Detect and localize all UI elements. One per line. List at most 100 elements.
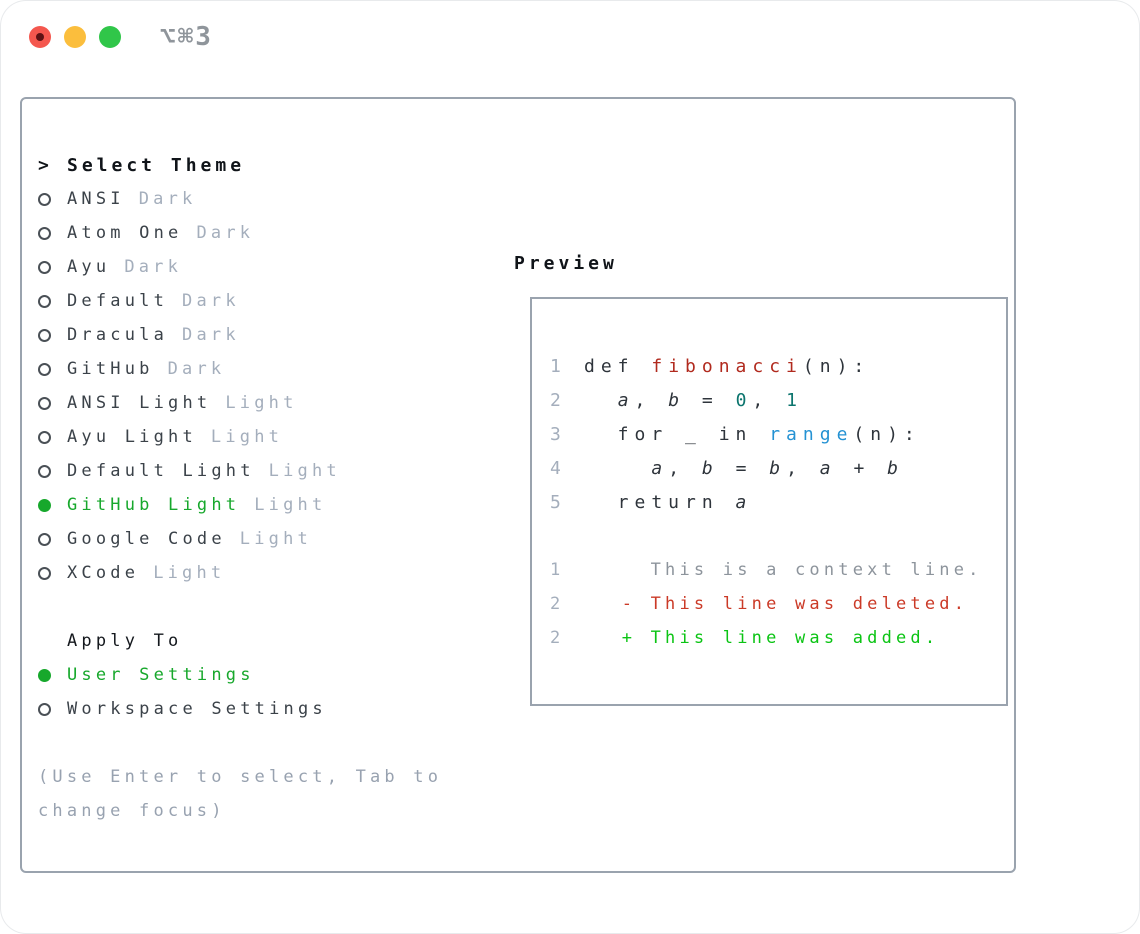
close-button[interactable] [29, 26, 51, 48]
selection-cursor: > [38, 154, 49, 176]
line-number: 5 [550, 491, 567, 513]
radio-icon [38, 294, 51, 308]
code-line: 1 def fibonacci(n): [550, 349, 1006, 383]
theme-option[interactable]: GitHub Light Light [38, 488, 478, 522]
radio-icon [38, 464, 51, 478]
diff-line-context: 1 This is a context line. [550, 553, 1006, 587]
code-tokens: return a [584, 491, 753, 513]
theme-option[interactable]: Default Dark [38, 284, 478, 318]
help-line: (Use Enter to select, Tab to [38, 767, 443, 787]
variant-tag: Dark [182, 291, 240, 311]
variant-tag: Dark [167, 359, 226, 379]
select-theme-title: Select Theme [67, 154, 246, 176]
option-label: Google Code [67, 529, 226, 549]
titlebar: ⌥⌘3 [0, 0, 1140, 74]
spacer [550, 519, 1006, 553]
spacer [38, 590, 478, 624]
theme-option[interactable]: Ayu Dark [38, 250, 478, 284]
option-label: Atom One [67, 223, 183, 243]
radio-icon [38, 226, 51, 240]
radio-icon [38, 396, 51, 410]
radio-icon [38, 260, 51, 274]
theme-option[interactable]: GitHub Dark [38, 352, 478, 386]
option-label: ANSI Light [67, 393, 212, 413]
zoom-button[interactable] [99, 26, 121, 48]
variant-tag: Dark [124, 257, 183, 277]
apply-to-title: Apply To [67, 631, 183, 651]
option-label: Default Light [67, 461, 255, 481]
radio-icon [38, 532, 51, 546]
variant-tag: Light [254, 495, 327, 515]
line-number: 1 [550, 355, 567, 377]
option-label: XCode [67, 563, 140, 583]
line-number: 2 [550, 389, 567, 411]
radio-selected-icon [38, 498, 51, 512]
diff-text: - This line was deleted. [564, 594, 969, 614]
code-tokens: a, b = b, a + b [651, 457, 904, 479]
radio-icon [38, 362, 51, 376]
code-tokens: def fibonacci(n): [584, 355, 871, 377]
code-line: 2 a, b = 0, 1 [550, 383, 1006, 417]
radio-icon [38, 702, 51, 716]
apply-to-option[interactable]: Workspace Settings [38, 692, 478, 726]
diff-line-added: 2 + This line was added. [550, 621, 1006, 655]
diff-preview: 1 This is a context line.2 - This line w… [550, 553, 1006, 655]
variant-tag: Light [210, 427, 284, 447]
diff-text: This is a context line. [564, 560, 983, 580]
option-label: Dracula [67, 325, 169, 345]
variant-tag: Light [239, 529, 312, 549]
variant-tag: Light [268, 461, 341, 481]
window-title: ⌥⌘3 [160, 22, 213, 52]
spacer [38, 726, 478, 760]
apply-to-header: Apply To [38, 624, 478, 658]
theme-option[interactable]: Google Code Light [38, 522, 478, 556]
radio-icon [38, 566, 51, 580]
theme-option[interactable]: Ayu Light Light [38, 420, 478, 454]
option-label: ANSI [67, 189, 125, 209]
preview-title: Preview [514, 253, 618, 274]
code-line: 5 return a [550, 485, 1006, 519]
radio-icon [38, 430, 51, 444]
line-number: 3 [550, 423, 567, 445]
minimize-button[interactable] [64, 26, 86, 48]
help-line: change focus) [38, 801, 226, 821]
line-number: 2 [550, 628, 565, 648]
diff-line-deleted: 2 - This line was deleted. [550, 587, 1006, 621]
variant-tag: Light [225, 393, 298, 413]
select-theme-header: > Select Theme [38, 148, 478, 182]
variant-tag: Dark [196, 223, 255, 243]
apply-to-option[interactable]: User Settings [38, 658, 478, 692]
theme-option[interactable]: Dracula Dark [38, 318, 478, 352]
theme-option[interactable]: ANSI Light Light [38, 386, 478, 420]
radio-icon [38, 192, 51, 206]
line-number: 2 [550, 594, 565, 614]
theme-option[interactable]: Default Light Light [38, 454, 478, 488]
option-label: Default [67, 291, 169, 311]
code-line: 3 for _ in range(n): [550, 417, 1006, 451]
code-tokens: for _ in range(n): [584, 423, 921, 445]
line-number: 4 [550, 457, 567, 479]
option-label: Workspace Settings [67, 699, 327, 719]
theme-option[interactable]: Atom One Dark [38, 216, 478, 250]
variant-tag: Light [153, 563, 226, 583]
option-label: Ayu Light [67, 427, 197, 447]
radio-selected-icon [38, 668, 51, 682]
variant-tag: Dark [182, 325, 240, 345]
option-label: GitHub Light [67, 495, 241, 515]
option-label: GitHub [67, 359, 154, 379]
diff-text: + This line was added. [564, 628, 940, 648]
help-text: (Use Enter to select, Tab to change focus… [38, 760, 478, 828]
option-label: Ayu [67, 257, 111, 277]
theme-option[interactable]: XCode Light [38, 556, 478, 590]
option-label: User Settings [67, 665, 255, 685]
code-line: 4 a, b = b, a + b [550, 451, 1006, 485]
line-number: 1 [550, 560, 565, 580]
